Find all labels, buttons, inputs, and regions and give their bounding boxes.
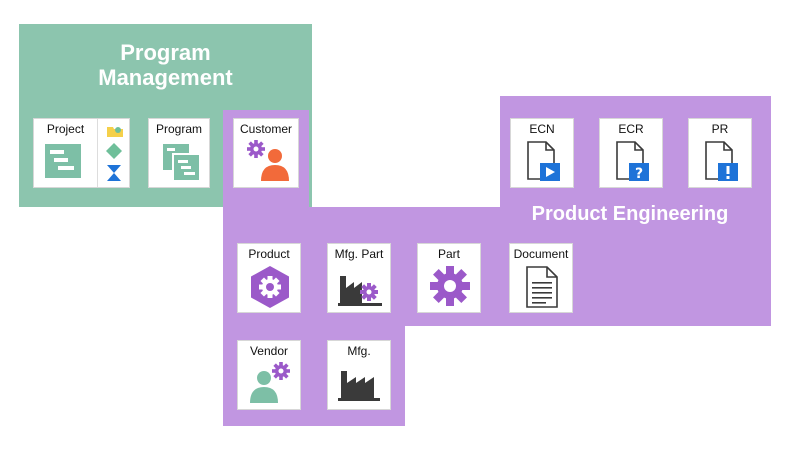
vendor-label: Vendor bbox=[249, 344, 289, 358]
vendor-tile[interactable]: Vendor bbox=[237, 340, 301, 410]
program-tile[interactable]: Program bbox=[148, 118, 210, 188]
mfg-tile[interactable]: Mfg. bbox=[327, 340, 391, 410]
factory-icon bbox=[338, 371, 380, 401]
product-engineering-region-middle bbox=[223, 207, 771, 326]
pr-label: PR bbox=[711, 122, 729, 136]
mfg-part-factory-gear-icon bbox=[338, 276, 382, 306]
product-label: Product bbox=[248, 247, 290, 261]
part-gear-icon bbox=[430, 266, 470, 306]
program-label: Program bbox=[155, 122, 202, 136]
ecn-play-icon bbox=[527, 141, 560, 181]
gantt-icon bbox=[45, 144, 81, 178]
mfg-label: Mfg. bbox=[347, 344, 371, 358]
customer-tile[interactable]: Customer bbox=[233, 118, 299, 188]
ecr-label: ECR bbox=[618, 122, 644, 136]
product-engineering-title: Product Engineering bbox=[531, 203, 729, 225]
project-tile[interactable]: Project bbox=[33, 118, 130, 188]
program-management-title-line1: Program bbox=[120, 40, 211, 65]
program-management-title: Program Management bbox=[19, 40, 312, 91]
ecr-question-icon: ? bbox=[616, 141, 649, 181]
hourglass-icon bbox=[107, 165, 121, 181]
part-tile[interactable]: Part bbox=[417, 243, 481, 313]
customer-person-gear-icon bbox=[247, 140, 289, 181]
project-tile-divider bbox=[97, 119, 98, 187]
ecr-tile[interactable]: ECR ? bbox=[599, 118, 663, 188]
mfg-part-label: Mfg. Part bbox=[334, 247, 384, 261]
diamond-milestone-icon bbox=[106, 143, 122, 159]
product-tile[interactable]: Product bbox=[237, 243, 301, 313]
ecn-tile[interactable]: ECN bbox=[510, 118, 574, 188]
part-label: Part bbox=[437, 247, 460, 261]
vendor-person-gear-icon bbox=[250, 362, 290, 403]
program-management-title-line2: Management bbox=[98, 65, 233, 91]
folder-icon bbox=[107, 127, 123, 137]
project-label: Project bbox=[46, 122, 85, 136]
pr-exclamation-icon bbox=[705, 141, 738, 181]
ecn-label: ECN bbox=[529, 122, 555, 136]
document-icon bbox=[526, 266, 558, 308]
document-label: Document bbox=[513, 247, 569, 261]
product-hexagon-gear-icon bbox=[251, 266, 289, 308]
program-stack-icon bbox=[163, 144, 199, 180]
document-tile[interactable]: Document bbox=[509, 243, 573, 313]
svg-text:?: ? bbox=[635, 166, 643, 181]
mfg-part-tile[interactable]: Mfg. Part bbox=[327, 243, 391, 313]
customer-label: Customer bbox=[239, 122, 292, 136]
pr-tile[interactable]: PR bbox=[688, 118, 752, 188]
